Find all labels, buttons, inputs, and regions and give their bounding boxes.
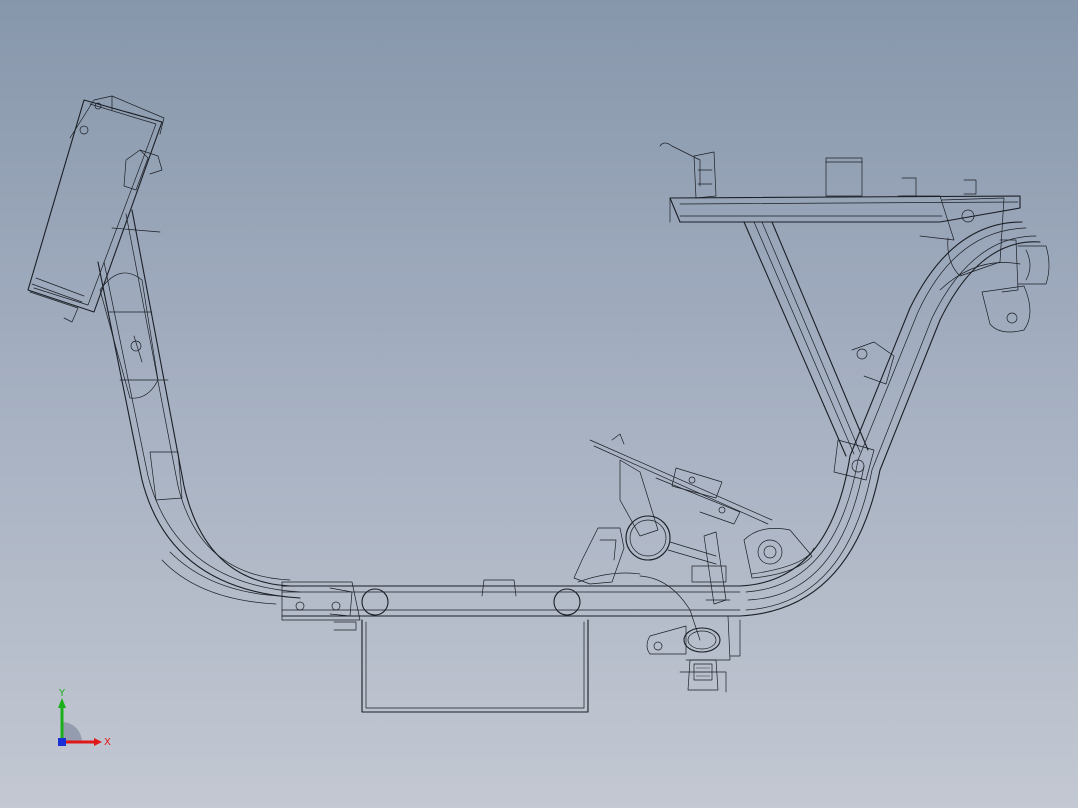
down-tube[interactable] bbox=[97, 209, 301, 605]
seat-rail[interactable] bbox=[659, 142, 1021, 277]
diagonal-strut[interactable] bbox=[743, 221, 869, 457]
view-orientation-triad[interactable]: Y X bbox=[44, 684, 124, 754]
battery-box[interactable] bbox=[361, 619, 589, 713]
engine-mount[interactable] bbox=[646, 615, 731, 693]
y-axis-label: Y bbox=[58, 688, 66, 699]
triad-plane-indicator bbox=[62, 722, 82, 742]
x-axis-arrowhead bbox=[94, 738, 102, 746]
y-axis-arrowhead bbox=[58, 698, 66, 708]
floor-rail[interactable] bbox=[281, 579, 741, 631]
shock-mount[interactable] bbox=[981, 239, 1050, 333]
rear-loop[interactable] bbox=[729, 221, 1041, 657]
x-axis-label: X bbox=[104, 737, 111, 748]
headstock-tube[interactable] bbox=[27, 95, 165, 323]
center-bracket[interactable] bbox=[573, 433, 773, 641]
z-axis-marker bbox=[58, 738, 66, 746]
